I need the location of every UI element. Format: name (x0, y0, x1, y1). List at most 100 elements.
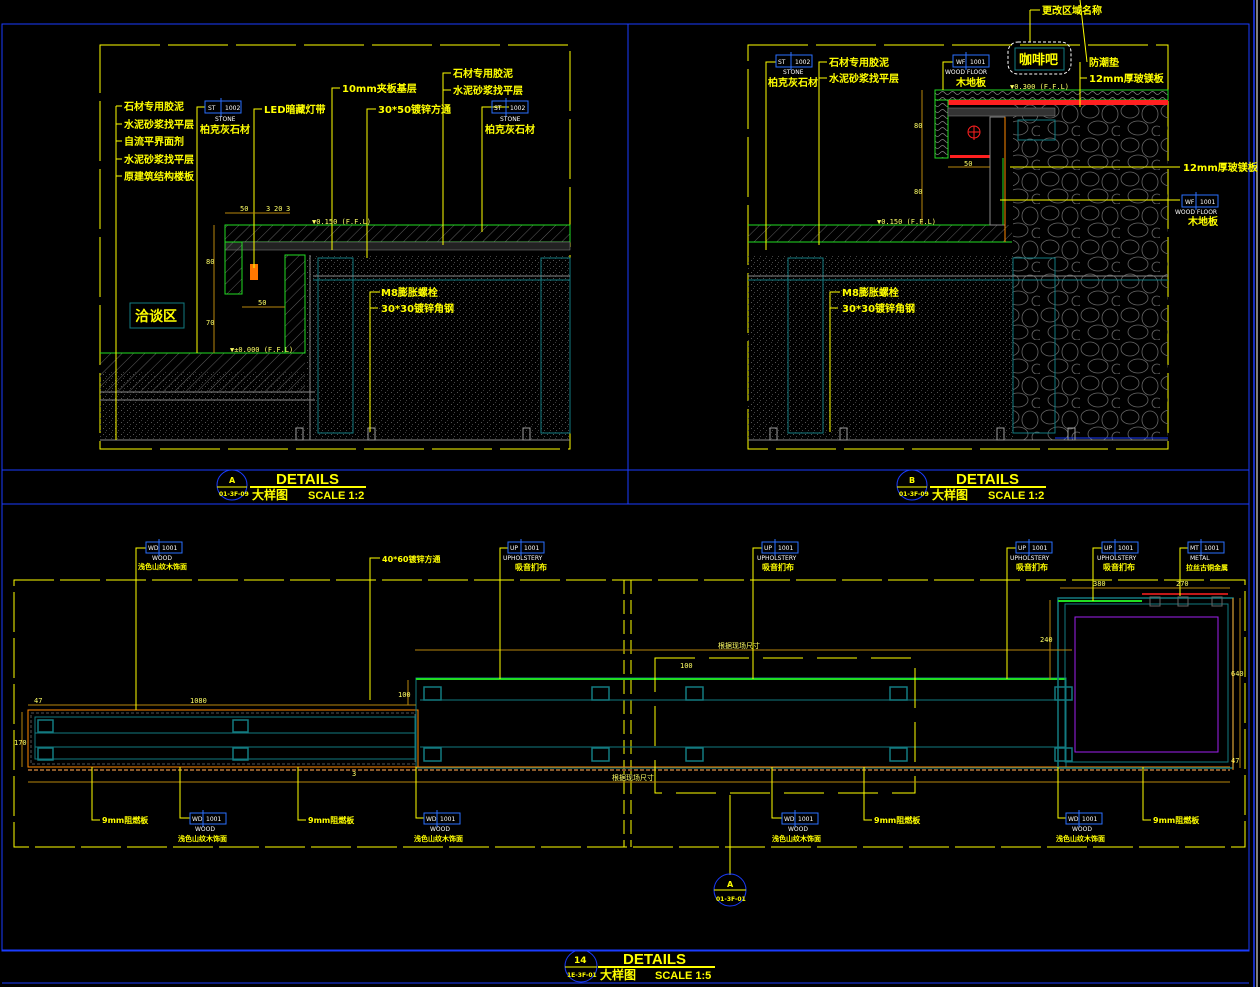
tag-number: 1001 (524, 545, 539, 552)
dim: 3 (352, 770, 356, 778)
tag-material-name: 吸音扪布 (1016, 562, 1048, 572)
layer-label: 防潮垫 (1089, 56, 1119, 69)
dim: 50 (258, 299, 266, 307)
marker-bottom: 01-3F-09 (899, 491, 929, 498)
tag-number: 1001 (1082, 816, 1097, 823)
tag-number: 1001 (1200, 199, 1215, 206)
detail-title: DETAILS (956, 471, 1019, 488)
material-tag: WD 1001 WOOD 浅色山纹木饰面 (772, 810, 821, 843)
layer-label: 12mm厚玻镁板 (1089, 72, 1165, 85)
marker-top: A (727, 880, 734, 889)
tag-category: WOOD (788, 826, 808, 833)
level-mark: ▼0.300 (F.F.L) (1010, 83, 1069, 91)
tube-label: 30*50镀锌方通 (378, 103, 451, 116)
tag-material-name: 柏克灰石材 (485, 123, 535, 136)
layer-label: 原建筑结构楼板 (124, 170, 195, 183)
tag-number: 1001 (206, 816, 221, 823)
material-tag: UP 1001 UPHOLSTERY 吸音扪布 (503, 539, 547, 572)
tag-category: STONE (500, 116, 521, 123)
tag-category: WOOD FLOOR (1175, 209, 1217, 216)
material-tag: UP 1001 UPHOLSTERY 吸音扪布 (757, 539, 799, 572)
led-strip-label: LED暗藏灯带 (264, 103, 326, 116)
marker-bottom: 01-3F-09 (219, 491, 249, 498)
detail-b: ST 1002 STONE 柏克灰石材 WF 1001 WOOD FLOOR 木… (747, 0, 1259, 450)
dim: 240 (1040, 636, 1053, 644)
layer-label: 水泥砂浆找平层 (123, 118, 194, 131)
dimension-texts-a: 50 3 20 3 80 50 70 ▼0.150 (F.F.L) ▼±0.00… (206, 205, 371, 354)
tag-category: UPHOLSTERY (1097, 555, 1137, 562)
material-tag: UP 1001 UPHOLSTERY 吸音扪布 (1010, 539, 1053, 572)
dim: 3 (286, 205, 290, 213)
board-label: 9mm阻燃板 (874, 815, 921, 825)
zone-label-a: 洽谈区 (129, 302, 185, 329)
zone-label-b: 咖啡吧 (1007, 41, 1072, 75)
detail-14: WD 1001 WOOD 浅色山纹木饰面 UP 1001 UPHOLSTERY … (13, 539, 1246, 907)
bolt-label: M8膨胀螺栓 (381, 286, 438, 299)
tag-code: UP (1104, 545, 1112, 552)
material-tag: WD 1001 WOOD 浅色山纹木饰面 (138, 539, 187, 571)
detail-title: DETAILS (623, 951, 686, 968)
tag-stone-a-right: ST 1002 STONE 柏克灰石材 (485, 98, 535, 136)
tag-category: METAL (1190, 555, 1210, 562)
detail-subtitle: 大样图 (252, 487, 288, 502)
tag-material-name: 吸音扪布 (1103, 562, 1135, 572)
marker-top: B (909, 476, 915, 485)
layer-label: 石材专用胶泥 (452, 67, 513, 80)
tag-code: ST (778, 59, 786, 66)
tag-material-name: 浅色山纹木饰面 (138, 562, 187, 571)
tag-number: 1002 (795, 59, 810, 66)
tag-number: 1001 (1118, 545, 1133, 552)
board-labels: 9mm阻燃板 9mm阻燃板 9mm阻燃板 9mm阻燃板 (102, 815, 1200, 825)
title-block-14: 14 1E-3F-01 DETAILS 大样图 SCALE 1:5 (564, 949, 715, 983)
bolt-label: M8膨胀螺栓 (842, 286, 899, 299)
dim: 1080 (190, 697, 207, 705)
dim: 80 (914, 122, 922, 130)
material-tag: WD 1001 WOOD 浅色山纹木饰面 (414, 810, 463, 843)
tag-number: 1001 (162, 545, 177, 552)
tag-number: 1001 (970, 59, 985, 66)
tag-material-name: 吸音扪布 (515, 562, 547, 572)
tag-number: 1001 (798, 816, 813, 823)
material-tag: MT 1001 METAL 拉丝古铜金属 (1186, 539, 1228, 572)
level-mark: ▼0.150 (F.F.L) (312, 218, 371, 226)
detail-scale: SCALE 1:2 (988, 490, 1044, 502)
marker-bottom: 1E-3F-01 (567, 972, 597, 979)
tag-code: WF (1185, 199, 1195, 206)
tag-code: WD (148, 545, 159, 552)
tag-number: 1001 (1204, 545, 1219, 552)
layer-label: 石材专用胶泥 (828, 56, 889, 69)
bottom-material-tags: WD 1001 WOOD 浅色山纹木饰面 WD 1001 WOOD 浅色山纹木饰… (178, 810, 1105, 843)
dim: 50 (964, 160, 972, 168)
tag-code: WD (426, 816, 437, 823)
marker-top: 14 (574, 956, 587, 966)
anchor-bolts (295, 427, 531, 441)
detail-title: DETAILS (276, 471, 339, 488)
tag-material-name: 柏克灰石材 (768, 76, 818, 89)
dim: 根据现场尺寸 (718, 641, 760, 650)
dim: 20 (274, 205, 282, 213)
marker-top: A (229, 476, 236, 485)
layer-label: 自流平界面剂 (124, 135, 184, 148)
tag-material-name: 木地板 (955, 76, 987, 89)
tag-material-name: 柏克灰石材 (200, 123, 250, 136)
tag-number: 1001 (1032, 545, 1047, 552)
section-marker-a: A 01-3F-01 (713, 873, 747, 907)
top-material-tags: WD 1001 WOOD 浅色山纹木饰面 UP 1001 UPHOLSTERY … (138, 539, 1228, 572)
level-mark: ▼±0.000 (F.F.L) (230, 346, 293, 354)
dim: 80 (914, 188, 922, 196)
dim: 170 (14, 739, 27, 747)
tag-material-name: 浅色山纹木饰面 (178, 834, 227, 843)
tag-category: UPHOLSTERY (1010, 555, 1050, 562)
tag-code: WF (956, 59, 966, 66)
tag-category: UPHOLSTERY (503, 555, 543, 562)
tag-code: WD (192, 816, 203, 823)
tag-material-name: 浅色山纹木饰面 (1056, 834, 1105, 843)
tag-category: STONE (783, 69, 804, 76)
tag-number: 1002 (510, 105, 525, 112)
layer-label: 水泥砂浆找平层 (123, 153, 194, 166)
dim: 47 (1231, 757, 1239, 765)
tag-number: 1001 (440, 816, 455, 823)
tag-stone-a-left: ST 1002 STONE 柏克灰石材 (200, 98, 250, 136)
tag-material-name: 拉丝古铜金属 (1186, 563, 1228, 572)
dim: 640 (1231, 670, 1244, 678)
